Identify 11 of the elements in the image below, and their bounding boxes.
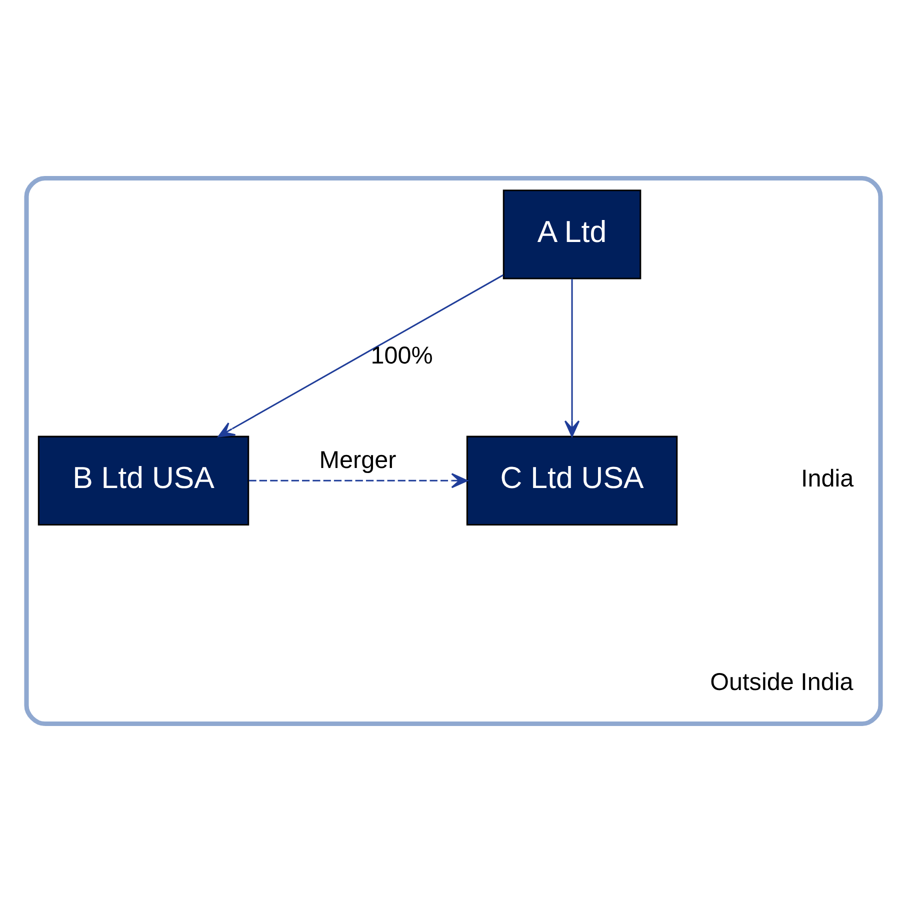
- node-box: C Ltd USA: [466, 436, 678, 526]
- label: India: [800, 465, 854, 492]
- node-box: A Ltd: [502, 190, 642, 280]
- cluster: [24, 176, 883, 726]
- edge-label: 100%: [370, 342, 433, 370]
- arrow: [564, 278, 580, 437]
- edge-label: Merger: [319, 447, 396, 474]
- node-box: B Ltd USA: [38, 436, 250, 526]
- arrow: [218, 274, 504, 438]
- label: Outside India: [710, 669, 854, 696]
- arrow: [248, 473, 468, 488]
